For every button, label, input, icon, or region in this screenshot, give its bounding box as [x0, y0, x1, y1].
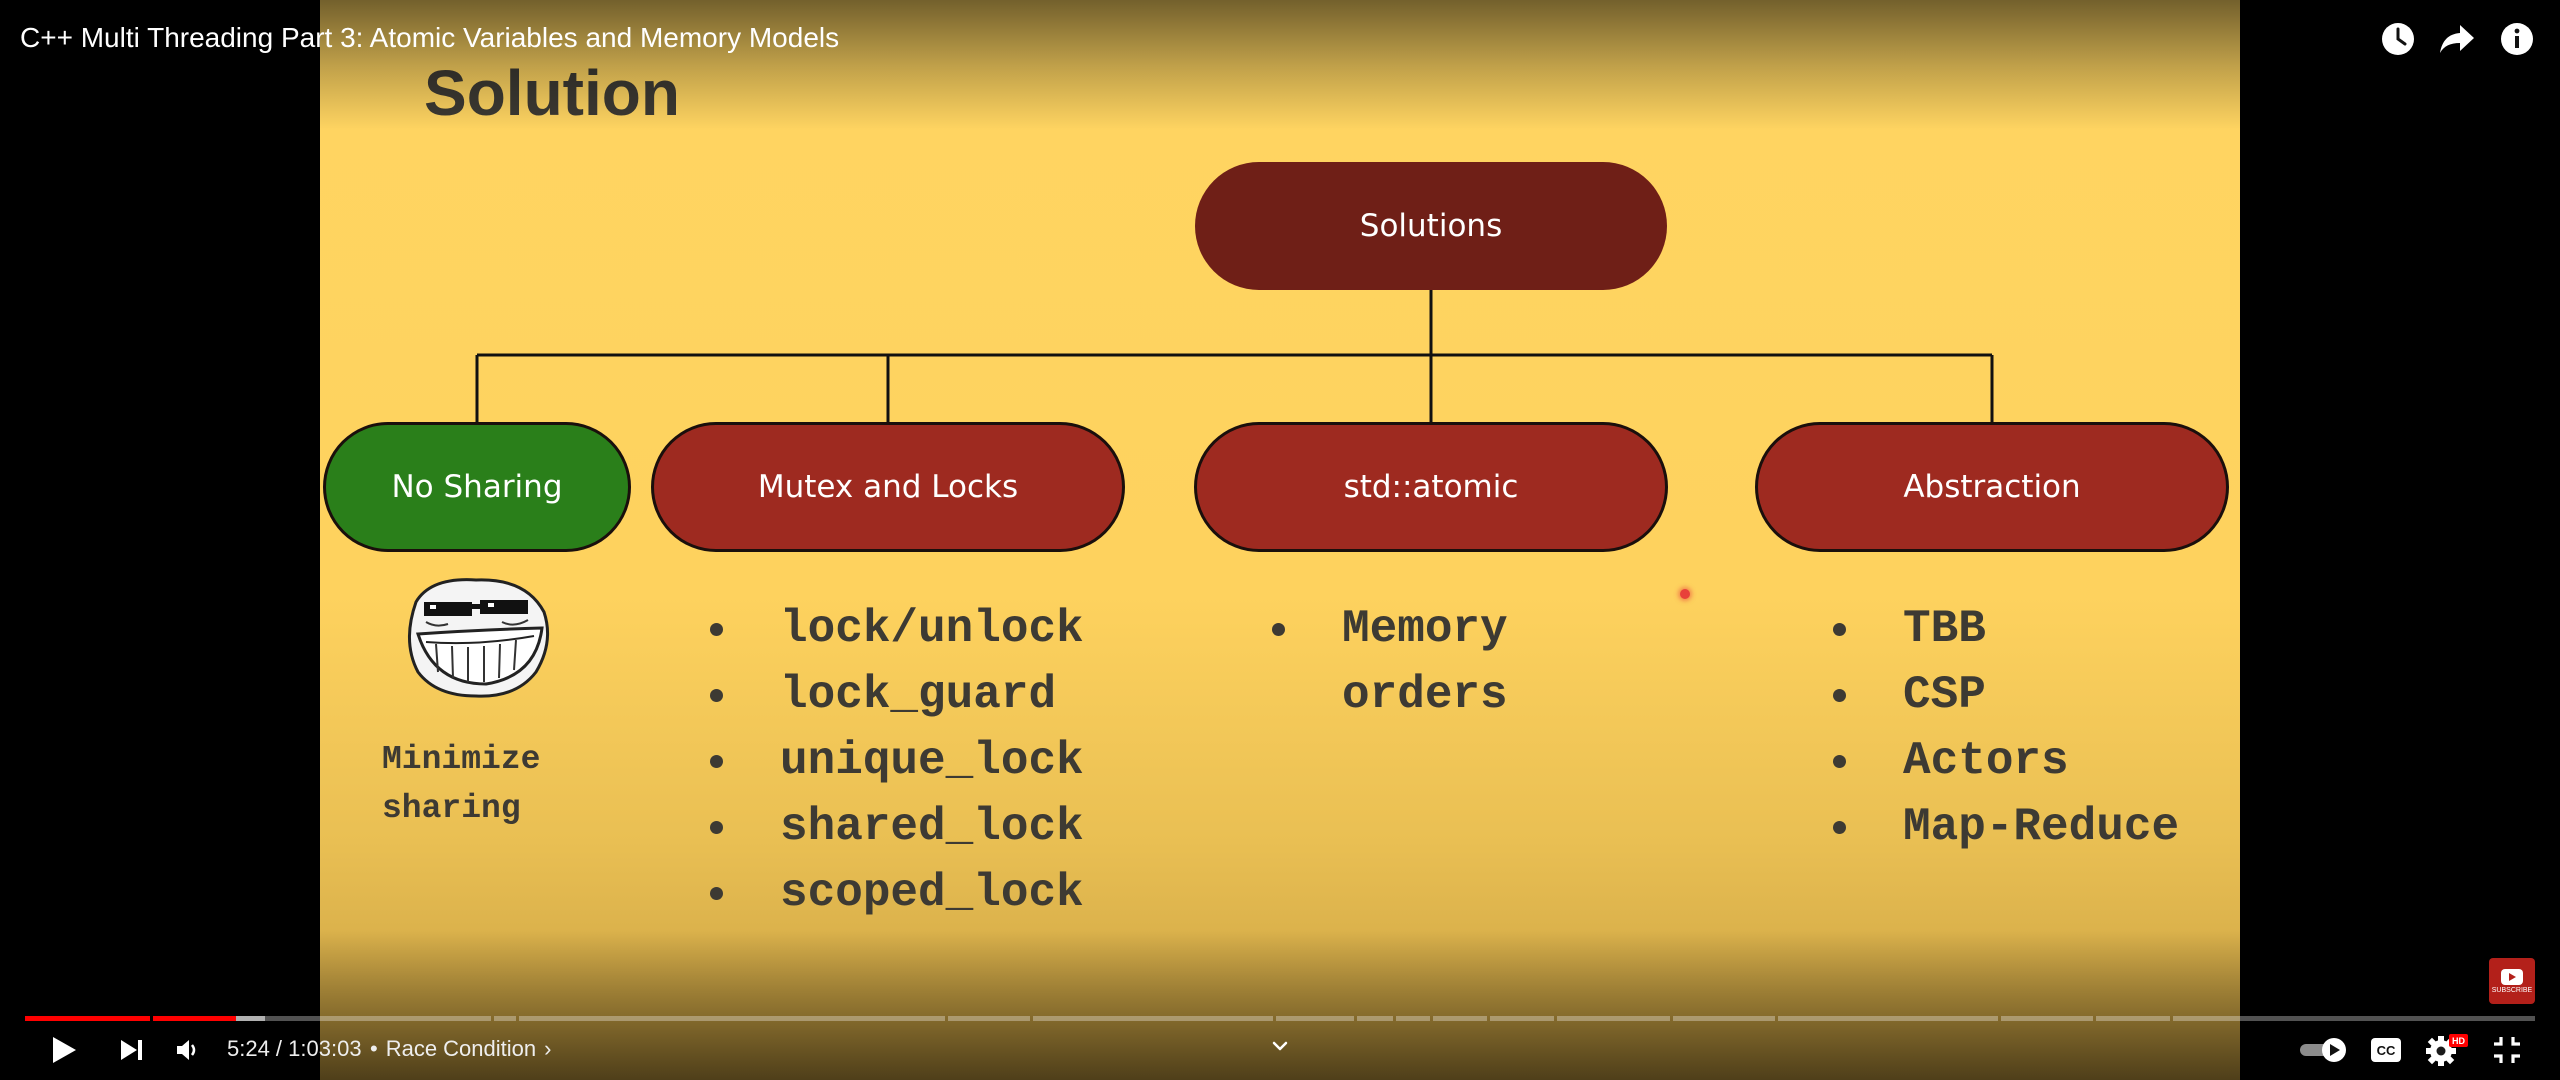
volume-icon	[177, 1040, 196, 1060]
chapter-segment[interactable]	[1778, 1016, 1998, 1021]
chapter-segment[interactable]	[1276, 1016, 1354, 1021]
chapter-segment[interactable]	[1673, 1016, 1775, 1021]
chapter-title: Race Condition	[385, 1036, 537, 1061]
slide: Solution Solutions No Sharing Mutex and …	[320, 0, 2240, 1080]
chevron-right-icon: ›	[544, 1036, 552, 1061]
info-icon	[2501, 23, 2533, 55]
chevron-down-icon[interactable]	[1268, 1034, 1292, 1058]
info-button[interactable]	[2497, 19, 2537, 59]
gear-icon: HD	[2426, 1034, 2468, 1066]
list-item: CSP	[1833, 662, 2179, 728]
chapter-segment[interactable]	[2096, 1016, 2170, 1021]
mutex-list: lock/unlock lock_guard unique_lock share…	[710, 596, 1084, 926]
minimize-sharing-note: Minimize sharing	[382, 741, 541, 827]
slide-heading: Solution	[424, 57, 680, 129]
chapter-segment[interactable]	[948, 1016, 1030, 1021]
captions-button[interactable]: CC	[2366, 1030, 2406, 1070]
share-button[interactable]	[2437, 19, 2477, 59]
chapter-segment[interactable]	[25, 1016, 150, 1021]
chapter-segment[interactable]	[1357, 1016, 1393, 1021]
troll-face-image	[407, 578, 550, 698]
list-item: Map-Reduce	[1833, 794, 2179, 860]
laser-pointer-dot	[1680, 589, 1690, 599]
cc-icon: CC	[2371, 1038, 2401, 1062]
subscribe-label: SUBSCRIBE	[2491, 987, 2533, 994]
chapter-segment[interactable]	[1396, 1016, 1430, 1021]
subscribe-watermark[interactable]: SUBSCRIBE	[2489, 958, 2535, 1004]
next-button[interactable]	[112, 1030, 152, 1070]
chapter-segment[interactable]	[1557, 1016, 1670, 1021]
list-item: TBB	[1833, 596, 2179, 662]
chapter-segment[interactable]	[2173, 1016, 2535, 1021]
chapter-segment[interactable]	[519, 1016, 945, 1021]
list-item: scoped_lock	[710, 860, 1084, 926]
list-item-continuation: orders	[1342, 669, 1508, 721]
chapter-segment[interactable]	[1490, 1016, 1554, 1021]
list-item: shared_lock	[710, 794, 1084, 860]
node-no-sharing: No Sharing	[323, 422, 631, 552]
time-display: 5:24 / 1:03:03	[227, 1036, 362, 1061]
clock-icon	[2382, 23, 2414, 55]
chapter-segment[interactable]	[1033, 1016, 1273, 1021]
abstraction-list: TBB CSP Actors Map-Reduce	[1833, 596, 2179, 860]
list-item: lock/unlock	[710, 596, 1084, 662]
play-icon	[53, 1037, 76, 1063]
hd-badge: HD	[2452, 1036, 2465, 1046]
autoplay-toggle[interactable]	[2298, 1030, 2350, 1070]
volume-button[interactable]	[168, 1030, 208, 1070]
list-item: unique_lock	[710, 728, 1084, 794]
play-button[interactable]	[44, 1030, 84, 1070]
node-std-atomic: std::atomic	[1194, 422, 1668, 552]
node-abstraction: Abstraction	[1755, 422, 2229, 552]
progress-bar[interactable]	[25, 1016, 2535, 1021]
skip-next-icon	[121, 1040, 142, 1060]
list-item: Memory	[1272, 596, 1508, 662]
chapter-title-button[interactable]: • Race Condition ›	[370, 1036, 551, 1062]
play-logo-icon	[2501, 969, 2523, 985]
settings-button[interactable]: HD	[2425, 1030, 2469, 1070]
atomic-list: Memory orders	[1272, 596, 1508, 728]
chapter-segment[interactable]	[153, 1016, 491, 1021]
chapter-segment[interactable]	[2001, 1016, 2093, 1021]
chapter-segment[interactable]	[494, 1016, 516, 1021]
share-arrow-icon	[2440, 25, 2474, 53]
chapter-segment[interactable]	[1433, 1016, 1487, 1021]
fullscreen-exit-icon	[2494, 1037, 2520, 1063]
autoplay-toggle-icon	[2300, 1038, 2346, 1062]
progress-played	[153, 1016, 236, 1021]
node-mutex-and-locks: Mutex and Locks	[651, 422, 1125, 552]
list-item: lock_guard	[710, 662, 1084, 728]
exit-fullscreen-button[interactable]	[2487, 1030, 2527, 1070]
node-solutions: Solutions	[1195, 162, 1667, 290]
list-item: Actors	[1833, 728, 2179, 794]
video-title[interactable]: C++ Multi Threading Part 3: Atomic Varia…	[20, 22, 840, 53]
watch-later-button[interactable]	[2378, 19, 2418, 59]
svg-text:CC: CC	[2377, 1043, 2396, 1058]
progress-played	[25, 1016, 150, 1021]
chapter-separator: •	[370, 1036, 378, 1061]
